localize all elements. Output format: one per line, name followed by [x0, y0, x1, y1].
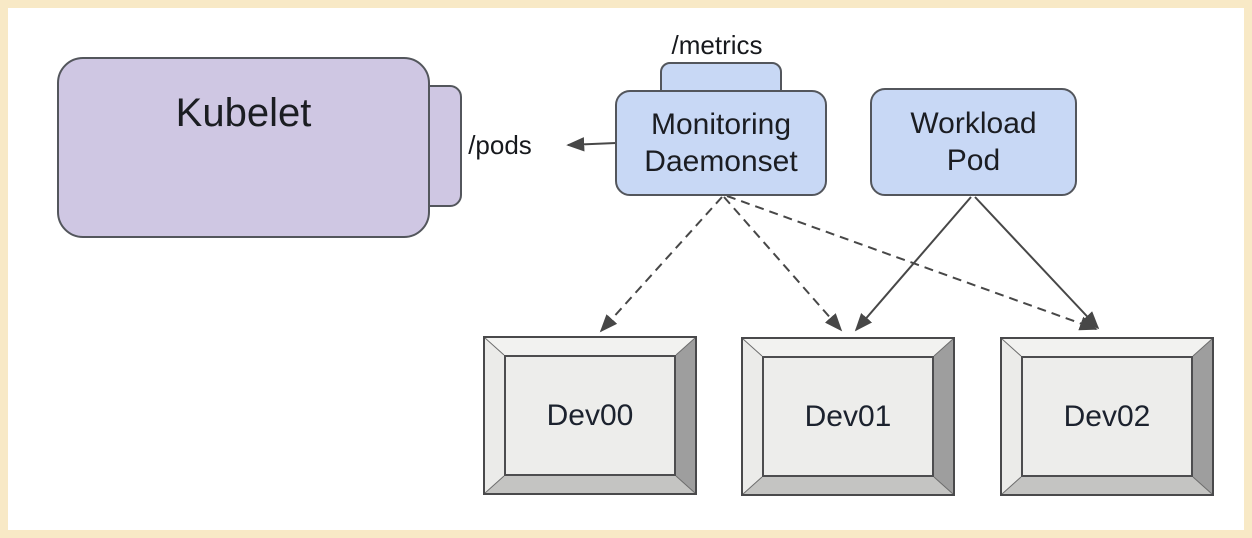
kubelet-label: Kubelet [175, 91, 312, 135]
device-label: Dev01 [804, 399, 892, 433]
monitoring-daemonset-label: Monitoring Daemonset [644, 107, 798, 179]
node-kubelet: Kubelet [57, 57, 430, 238]
workload-pod-label: Workload Pod [910, 106, 1037, 178]
edge-monitoring-to-dev01 [723, 196, 843, 332]
device-label: Dev02 [1063, 399, 1151, 433]
metrics-endpoint-label: /metrics [671, 30, 763, 60]
pods-endpoint-label: /pods [468, 130, 532, 160]
device-dev00: Dev00 [483, 336, 697, 495]
node-monitoring-daemonset: Monitoring Daemonset [615, 90, 827, 196]
edge-workload-to-dev01 [854, 196, 972, 332]
edge-workload-to-dev02 [974, 196, 1100, 330]
node-workload-pod: Workload Pod [870, 88, 1077, 196]
edge-monitoring-to-dev02 [726, 195, 1098, 331]
edge-monitoring-to-dev00 [599, 196, 723, 333]
device-dev01: Dev01 [741, 337, 955, 496]
device-dev02: Dev02 [1000, 337, 1214, 496]
edge-monitoring-to-pods [566, 137, 617, 152]
device-label: Dev00 [546, 398, 634, 432]
